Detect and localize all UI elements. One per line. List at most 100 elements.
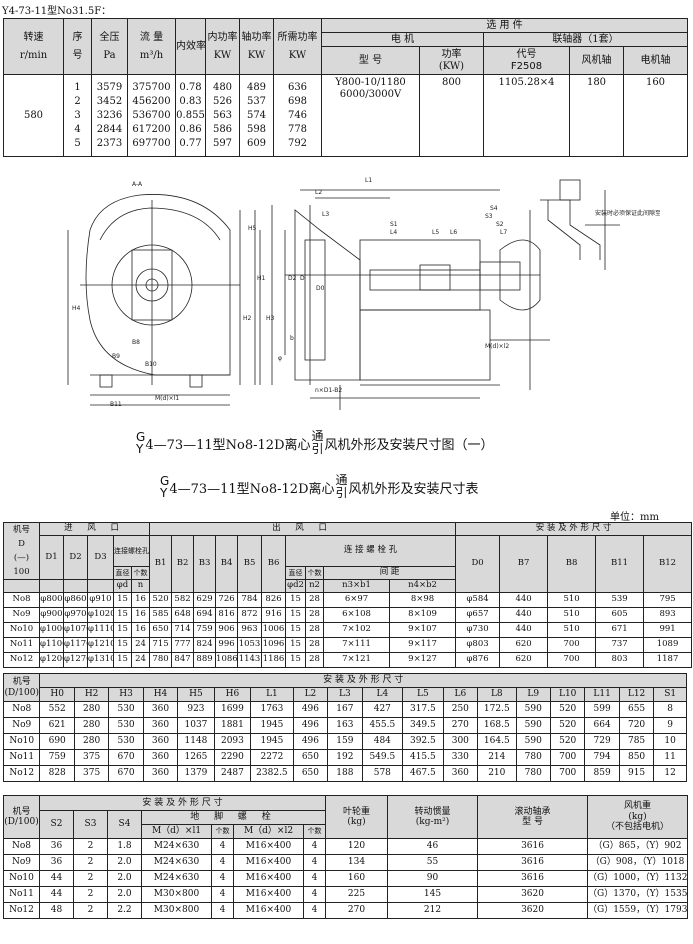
header-l3: L3 (327, 687, 363, 702)
dimension-label: M(d)×l2 (485, 343, 509, 350)
bolt-weight-table: 机号 (D/100) 安 装 及 外 形 尺 寸 叶轮重(kg) 转动惯量(kg… (3, 795, 689, 919)
table-cell: 4 (302, 838, 327, 855)
table-cell: 794 (584, 749, 620, 766)
header-h4: H4 (142, 687, 179, 702)
table-cell: 777 (171, 637, 195, 653)
header-n: n (130, 579, 151, 593)
table-cell: 714 (171, 622, 195, 638)
header-B5: B5 (237, 535, 263, 593)
table-cell: 212 (387, 902, 479, 919)
table-cell: M16×400 (233, 838, 304, 855)
table-cell: 7×121 (323, 652, 391, 668)
table-cell: 360 (142, 733, 179, 750)
table-cell: M16×400 (233, 854, 304, 871)
table-cell: 629 (193, 592, 217, 608)
table-cell: 991 (643, 622, 693, 638)
header-efficiency: 内效率 (175, 18, 206, 75)
table-cell: 16 (130, 592, 151, 608)
table-cell: 539 (595, 592, 645, 608)
table-cell: 4 (211, 870, 234, 887)
table-cell: 8 (653, 701, 687, 718)
machine-no-cell: No11 (3, 886, 40, 903)
table-cell: 650 (149, 622, 173, 638)
header-cnt2: 个数 (302, 824, 327, 839)
table-cell: 36 (39, 838, 74, 855)
table-cell: 650 (292, 765, 329, 782)
table-cell: 1037 (177, 717, 215, 734)
header-B6: B6 (261, 535, 287, 593)
table-cell: 392.5 (402, 733, 444, 750)
table-cell: 2272 (250, 749, 294, 766)
shaft-value: 598 (246, 123, 267, 135)
header-l9: L9 (515, 687, 551, 702)
table-cell: 167 (327, 701, 363, 718)
table-cell: 3616 (477, 838, 589, 855)
pressure-value: 2844 (96, 123, 123, 135)
table-cell: 694 (193, 607, 217, 623)
bearing-header: 滚动轴承型 号 (477, 795, 589, 839)
inertia-header: 转动惯量(kg-m²) (387, 795, 479, 839)
inlet-header: 进 风 口 (38, 522, 151, 536)
table-row: No12φ1200φ1270φ1310152478084788910861143… (3, 652, 693, 668)
table-cell: 250 (442, 701, 479, 718)
table-cell: 784 (237, 592, 263, 608)
machine-no-cell: No12 (3, 652, 40, 668)
table-cell: 590 (515, 701, 551, 718)
header-phid: φd (113, 579, 132, 593)
table-cell: 55 (387, 854, 479, 871)
table-cell: 759 (193, 622, 217, 638)
table-cell: 28 (305, 607, 325, 623)
table-cell: 8×98 (389, 592, 457, 608)
table-cell: 1763 (250, 701, 294, 718)
detail-gap-view: 安装时必须保证此间隙至后盘表面L（测量尺寸） (540, 179, 660, 270)
eff-value: 0.855 (176, 109, 205, 121)
table-cell: 1096 (261, 637, 287, 653)
table-cell: 1053 (237, 637, 263, 653)
table-cell: 847 (171, 652, 195, 668)
flow-value: 536700 (132, 109, 171, 121)
table-cell: M30×800 (141, 902, 212, 919)
header-h2: H2 (73, 687, 110, 702)
fan-installation-drawing: A-A (67, 177, 660, 410)
table-cell: 280 (73, 733, 110, 750)
coupling-code-cell: 1105.28×4 (483, 74, 570, 157)
table-cell: 2 (73, 870, 108, 887)
table-cell: 15 (285, 652, 307, 668)
header-h6: H6 (213, 687, 252, 702)
table-cell: φ876 (455, 652, 501, 668)
eff-value: 0.83 (179, 95, 202, 107)
table-cell: 996 (215, 637, 239, 653)
section-label: A-A (132, 181, 143, 188)
dimension-label: L3 (322, 211, 329, 218)
header-D0: D0 (455, 535, 501, 593)
table-cell: φ800 (39, 592, 64, 608)
table-cell: 780 (149, 652, 173, 668)
table-cell: φ1070 (63, 622, 88, 638)
header-B8: B8 (547, 535, 597, 593)
header-n2: n2 (305, 579, 325, 593)
req-value: 792 (287, 137, 308, 149)
table-cell: φ1000 (39, 622, 64, 638)
shaft-and-bearing-view (359, 210, 550, 390)
table-cell: 1.8 (107, 838, 142, 855)
machine-no-cell: No8 (2, 701, 41, 718)
table-cell: 15 (285, 637, 307, 653)
machine-no-cell: No10 (3, 622, 40, 638)
dimension-label: L4 (390, 229, 397, 236)
req-value: 746 (287, 109, 308, 121)
table-cell: M24×630 (141, 838, 212, 855)
table-cell: （G）1559，（Y）1793 (587, 902, 689, 919)
table-cell: 549.5 (361, 749, 404, 766)
table-cell: 4 (302, 886, 327, 903)
table-cell: 850 (618, 749, 655, 766)
